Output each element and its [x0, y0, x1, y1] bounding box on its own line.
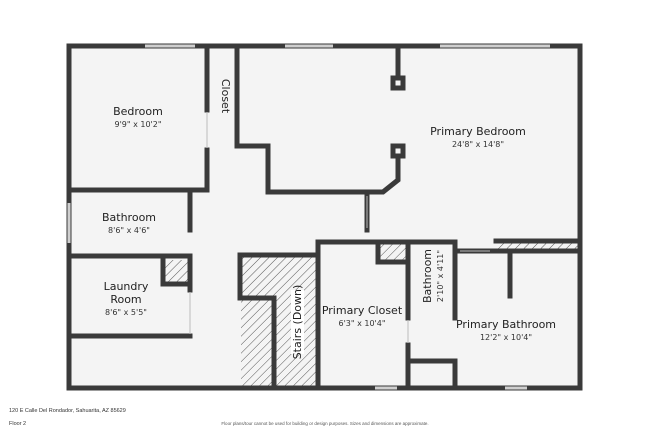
windows — [67, 44, 550, 390]
primary-bathroom-dim: 12'2" x 10'4" — [480, 333, 532, 342]
laundry-dim: 8'6" x 5'5" — [105, 308, 147, 317]
address-text: 120 E Calle Del Rondador, Sahuarita, AZ … — [9, 408, 126, 414]
closet-label: Closet — [219, 79, 232, 114]
shaft-hatch-laundry — [165, 260, 189, 282]
floor-area — [69, 46, 580, 388]
primary-bathroom-label: Primary Bathroom — [456, 318, 556, 331]
bedroom-dim: 9'9" x 10'2" — [114, 120, 161, 129]
stairs-label: Stairs (Down) — [291, 285, 304, 360]
counter-hatch — [498, 242, 579, 250]
stairs-label-bg — [291, 290, 304, 354]
stairs-hatch — [241, 256, 317, 387]
laundry-label-line2: Room — [110, 293, 141, 306]
laundry-label-line1: Laundry — [104, 280, 149, 293]
disclaimer-text: Floor plans/tour cannot be used for buil… — [221, 421, 429, 426]
primary-closet-dim: 6'3" x 10'4" — [338, 319, 385, 328]
bathroom-dim: 8'6" x 4'6" — [108, 226, 150, 235]
bathroom-label: Bathroom — [102, 211, 156, 224]
small-bathroom-dim: 2'10" x 4'11" — [436, 250, 445, 302]
door-openings — [189, 112, 490, 343]
stairs-label-group: Stairs (Down) — [291, 285, 304, 360]
bedroom-label: Bedroom — [113, 105, 163, 118]
primary-bedroom-label: Primary Bedroom — [430, 125, 526, 138]
primary-closet-label: Primary Closet — [322, 304, 403, 317]
floor-label: Floor 2 — [9, 421, 27, 427]
primary-bedroom-dim: 24'8" x 14'8" — [452, 140, 504, 149]
shaft-hatch-closet — [380, 243, 407, 260]
interior-walls — [66, 43, 583, 391]
small-bathroom-label: Bathroom — [421, 249, 434, 303]
